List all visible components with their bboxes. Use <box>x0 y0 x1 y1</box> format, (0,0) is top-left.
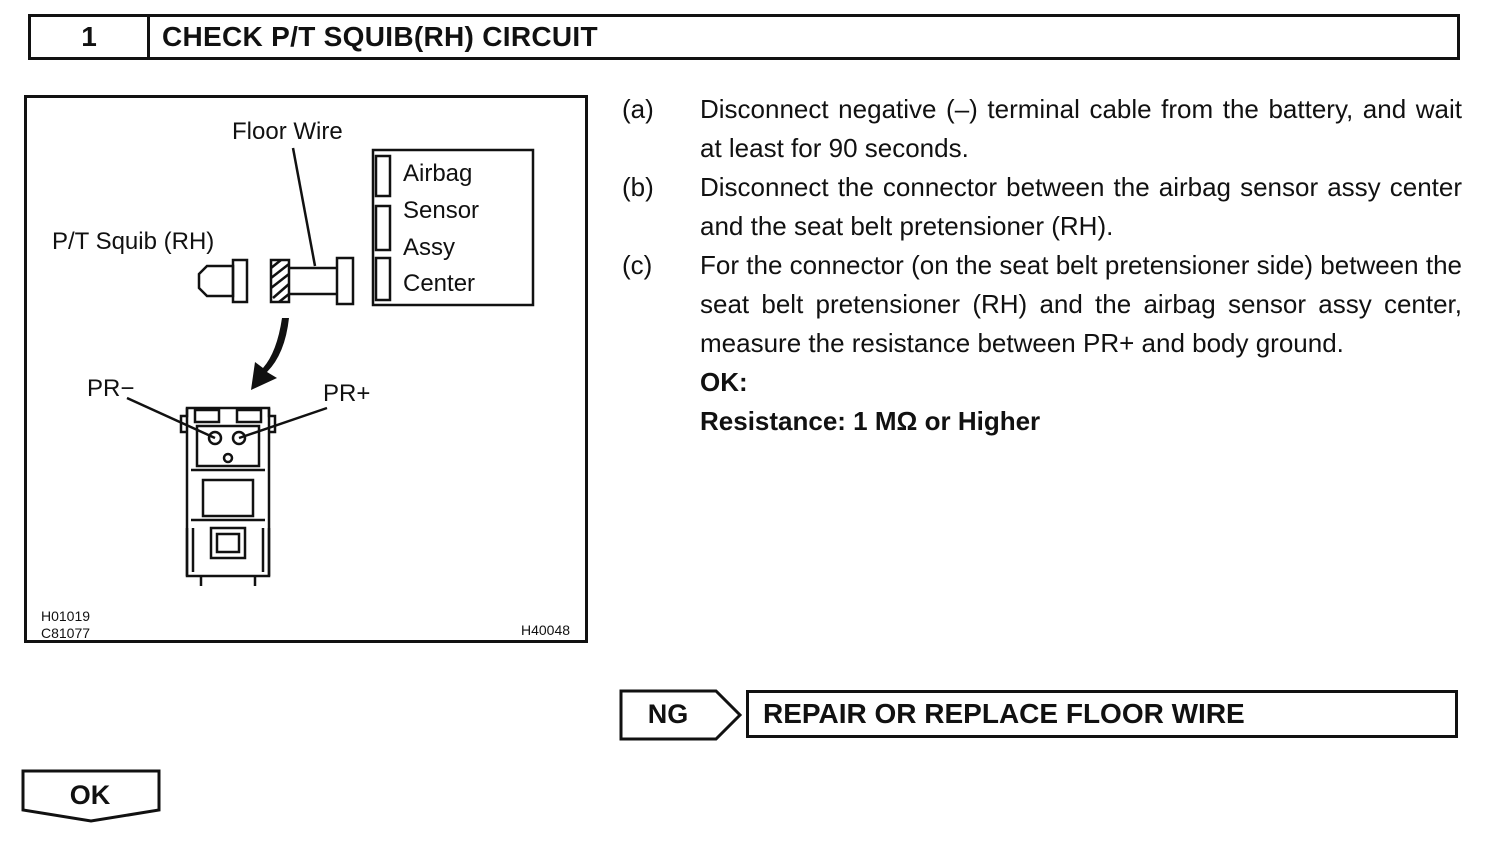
airbag-sensor-box <box>371 148 535 307</box>
pr-plus-label: PR+ <box>323 380 371 407</box>
connector-diagram: Floor Wire P/T Squib (RH) Airbag Sensor … <box>24 95 588 643</box>
figure-code-3: H40048 <box>521 622 571 638</box>
pr-minus-label: PR− <box>87 375 135 402</box>
figure-code-2: C81077 <box>41 625 91 641</box>
step-label: (c) <box>622 250 653 280</box>
step-text: Disconnect negative (–) terminal cable f… <box>700 94 1462 163</box>
pt-squib-label: P/T Squib (RH) <box>52 228 215 255</box>
airbag-label-line4: Center <box>403 270 476 297</box>
diagram-drawing <box>126 147 535 586</box>
figure-code-1: H01019 <box>41 608 91 624</box>
step-b: (b) Disconnect the connector between the… <box>622 168 1462 246</box>
step-text: Disconnect the connector between the air… <box>700 172 1462 241</box>
airbag-label-line2: Sensor <box>403 197 480 224</box>
airbag-label-line1: Airbag <box>403 160 473 187</box>
ok-tag-outline <box>21 769 161 823</box>
ok-spec-heading: OK: <box>700 367 748 397</box>
arrow-icon <box>251 318 289 390</box>
procedure-steps: (a) Disconnect negative (–) terminal cab… <box>622 90 1462 441</box>
ok-tag: OK <box>69 779 111 810</box>
ok-spec: OK: Resistance: 1 MΩ or Higher <box>700 363 1462 441</box>
step-header: 1 CHECK P/T SQUIB(RH) CIRCUIT <box>28 14 1460 60</box>
step-a: (a) Disconnect negative (–) terminal cab… <box>622 90 1462 168</box>
ng-action-box: REPAIR OR REPLACE FLOOR WIRE <box>746 690 1458 738</box>
ok-spec-value: Resistance: 1 MΩ or Higher <box>700 406 1041 436</box>
ng-tag: NG <box>647 698 689 729</box>
step-label: (b) <box>622 172 654 202</box>
step-number: 1 <box>31 17 150 57</box>
step-label: (a) <box>622 94 654 124</box>
airbag-label-line3: Assy <box>403 234 456 261</box>
step-title: CHECK P/T SQUIB(RH) CIRCUIT <box>162 21 598 52</box>
floor-wire-label: Floor Wire <box>232 118 343 145</box>
step-text: For the connector (on the seat belt pret… <box>700 250 1462 358</box>
ng-tag-outline <box>619 689 743 741</box>
step-c: (c) For the connector (on the seat belt … <box>622 246 1462 363</box>
